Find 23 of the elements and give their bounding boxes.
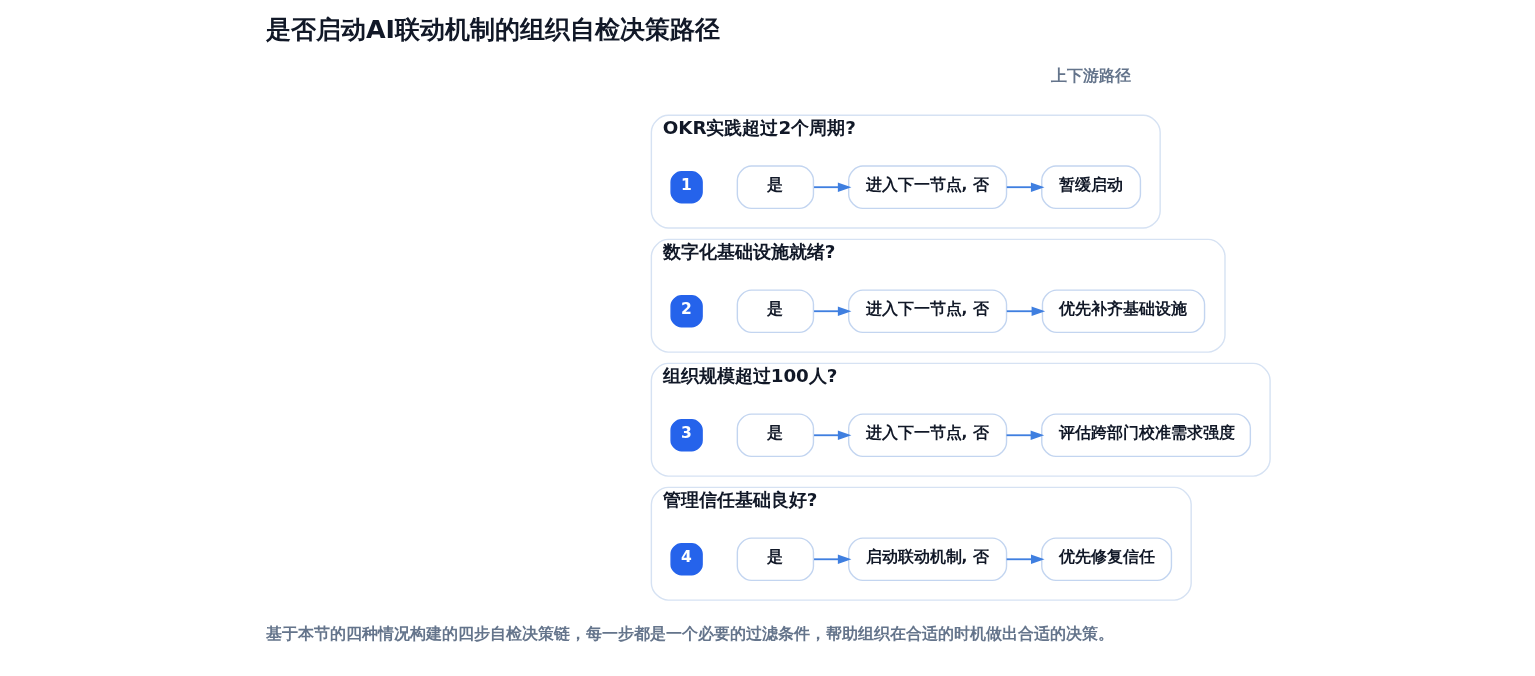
node-box: 进入下一节点, 否 [847,413,1007,458]
arrow [812,554,851,564]
node-box: 是 [736,537,814,582]
node-box: 暂缓启动 [1040,165,1141,210]
arrow [812,182,851,192]
node-box: 评估跨部门校准需求强度 [1040,413,1251,458]
node-box: 优先修复信任 [1040,537,1172,582]
label: 上下游路径 [1050,67,1131,86]
arrow [1005,182,1044,192]
caption: 基于本节的四种情况构建的四步自检决策链，每一步都是一个必要的过滤条件，帮助组织在合适的时机做出合适的决策。 [265,625,1114,644]
node-box: 是 [736,289,814,334]
node-box: 进入下一节点, 否 [847,289,1007,334]
arrow [1005,554,1045,564]
node-box: 是 [736,165,814,210]
arrow [1005,306,1045,316]
node-box: 启动联动机制, 否 [847,537,1007,582]
node-box: 优先补齐基础设施 [1041,289,1205,334]
arrow [812,306,851,316]
node-box: 是 [736,413,814,458]
node-box: 进入下一节点, 否 [847,165,1007,210]
diagram-title: 是否启动AI联动机制的组织自检决策路径 [265,14,720,45]
arrow [812,430,851,440]
arrow [1005,430,1044,440]
